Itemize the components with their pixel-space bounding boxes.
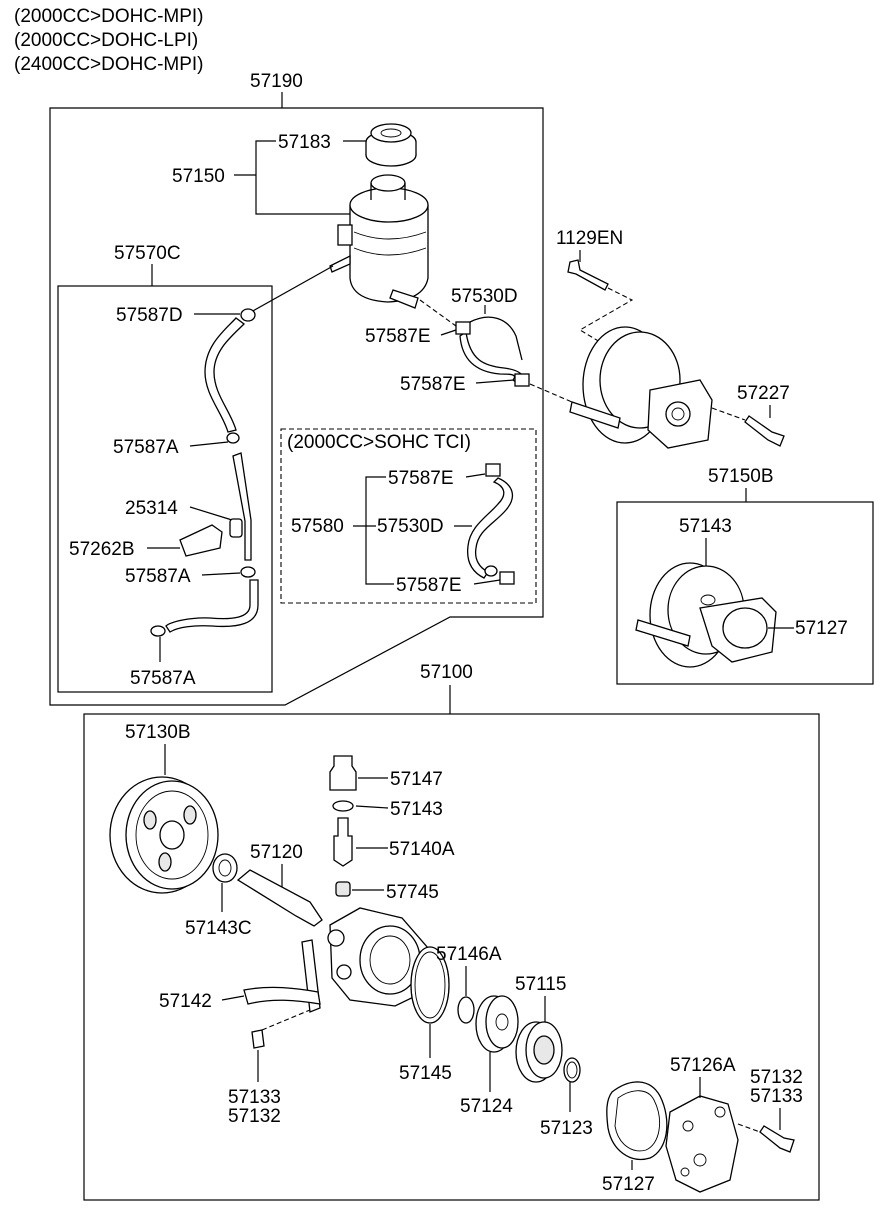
pulley-drawing bbox=[109, 776, 219, 894]
hose-clamp-e2-drawing bbox=[514, 373, 530, 387]
hose-upper-drawing bbox=[204, 317, 245, 433]
shaft-drawing bbox=[236, 869, 323, 927]
part-57745[interactable]: 57745 bbox=[386, 882, 439, 903]
reservoir-assembly-frame bbox=[49, 107, 544, 706]
part-57127-1[interactable]: 57127 bbox=[795, 618, 848, 639]
pump-assembly-frame bbox=[83, 713, 820, 1201]
pipe-57142-drawing bbox=[243, 986, 321, 1005]
ring-57123-drawing bbox=[563, 1057, 581, 1083]
cover-57126a-drawing bbox=[665, 1095, 739, 1193]
bracket-drawing bbox=[179, 524, 223, 557]
part-57133-2[interactable]: 57133 bbox=[750, 1086, 803, 1107]
part-57123[interactable]: 57123 bbox=[540, 1118, 593, 1139]
part-57132-1[interactable]: 57132 bbox=[228, 1106, 281, 1127]
bolt-57133-drawing bbox=[251, 1029, 265, 1049]
variant-label-2: (2000CC>DOHC-LPI) bbox=[14, 30, 199, 51]
part-57587a-2[interactable]: 57587A bbox=[125, 566, 191, 587]
hose-lower-drawing bbox=[165, 579, 259, 633]
part-57587e-4[interactable]: 57587E bbox=[396, 575, 462, 596]
grommet-drawing bbox=[229, 518, 243, 538]
variant-label-3: (2400CC>DOHC-MPI) bbox=[14, 54, 204, 75]
part-57133-1[interactable]: 57133 bbox=[228, 1087, 281, 1108]
part-57580[interactable]: 57580 bbox=[291, 516, 344, 537]
hose-clamp-e1-drawing bbox=[455, 321, 471, 335]
reservoir-cap-drawing bbox=[365, 123, 417, 167]
return-hose-outline bbox=[469, 316, 523, 361]
gasket-57127-drawing bbox=[606, 1081, 668, 1160]
bolt-57227-drawing bbox=[744, 415, 785, 447]
group-label-57570c: 57570C bbox=[114, 243, 181, 264]
pump-body-drawing bbox=[301, 907, 429, 1013]
part-57530d-2[interactable]: 57530D bbox=[377, 516, 444, 537]
part-57530d[interactable]: 57530D bbox=[451, 286, 518, 307]
part-57587e-2[interactable]: 57587E bbox=[400, 374, 466, 395]
part-57142[interactable]: 57142 bbox=[159, 991, 212, 1012]
plate-57124-drawing bbox=[475, 995, 519, 1053]
part-57146a[interactable]: 57146A bbox=[436, 944, 502, 965]
rotor-57115-drawing bbox=[515, 1021, 563, 1083]
part-57587e-1[interactable]: 57587E bbox=[365, 326, 431, 347]
bolt-57132-drawing bbox=[759, 1125, 795, 1153]
part-57262b[interactable]: 57262B bbox=[69, 539, 135, 560]
bolt-1129en-drawing bbox=[567, 259, 609, 291]
part-57147[interactable]: 57147 bbox=[390, 769, 443, 790]
group-label-57150b: 57150B bbox=[708, 466, 774, 487]
part-57130b[interactable]: 57130B bbox=[125, 722, 191, 743]
tci-variant-label: (2000CC>SOHC TCI) bbox=[287, 432, 471, 453]
part-57143-2[interactable]: 57143 bbox=[390, 799, 443, 820]
part-25314[interactable]: 25314 bbox=[125, 498, 178, 519]
group-label-57190: 57190 bbox=[250, 71, 303, 92]
part-57227[interactable]: 57227 bbox=[737, 383, 790, 404]
part-57587d[interactable]: 57587D bbox=[116, 305, 183, 326]
pipe-drawing bbox=[232, 452, 252, 561]
tci-hose-drawing bbox=[466, 463, 515, 585]
valve-stack-drawing bbox=[329, 755, 357, 897]
pump-callout-frame bbox=[616, 501, 874, 685]
part-57587e-3[interactable]: 57587E bbox=[388, 468, 454, 489]
oring-57145-drawing bbox=[410, 946, 450, 1024]
part-57124[interactable]: 57124 bbox=[460, 1096, 513, 1117]
group-label-57100: 57100 bbox=[420, 662, 473, 683]
part-57150[interactable]: 57150 bbox=[172, 166, 225, 187]
part-57143c[interactable]: 57143C bbox=[185, 918, 252, 939]
part-57132-2[interactable]: 57132 bbox=[750, 1067, 803, 1088]
part-57120[interactable]: 57120 bbox=[250, 842, 303, 863]
part-57140a[interactable]: 57140A bbox=[389, 839, 455, 860]
tci-variant-frame bbox=[280, 428, 537, 604]
part-57145[interactable]: 57145 bbox=[399, 1063, 452, 1084]
pump-upper-drawing bbox=[569, 326, 713, 449]
part-57115[interactable]: 57115 bbox=[515, 974, 566, 995]
pump-callout-drawing bbox=[635, 562, 777, 668]
part-57127-2[interactable]: 57127 bbox=[602, 1174, 655, 1195]
part-57143-1[interactable]: 57143 bbox=[679, 516, 732, 537]
part-57126a[interactable]: 57126A bbox=[670, 1055, 736, 1076]
oring-57146a-drawing bbox=[457, 996, 475, 1024]
part-1129en[interactable]: 1129EN bbox=[556, 228, 623, 249]
part-57183[interactable]: 57183 bbox=[278, 132, 331, 153]
part-57587a-3[interactable]: 57587A bbox=[130, 668, 196, 689]
reservoir-tank-drawing bbox=[329, 174, 429, 309]
variant-label-1: (2000CC>DOHC-MPI) bbox=[14, 6, 204, 27]
part-57587a-1[interactable]: 57587A bbox=[113, 437, 179, 458]
seal-57143c-drawing bbox=[212, 853, 238, 883]
hose-assembly-frame bbox=[57, 285, 273, 693]
hose-clamp-drawing bbox=[150, 308, 256, 637]
